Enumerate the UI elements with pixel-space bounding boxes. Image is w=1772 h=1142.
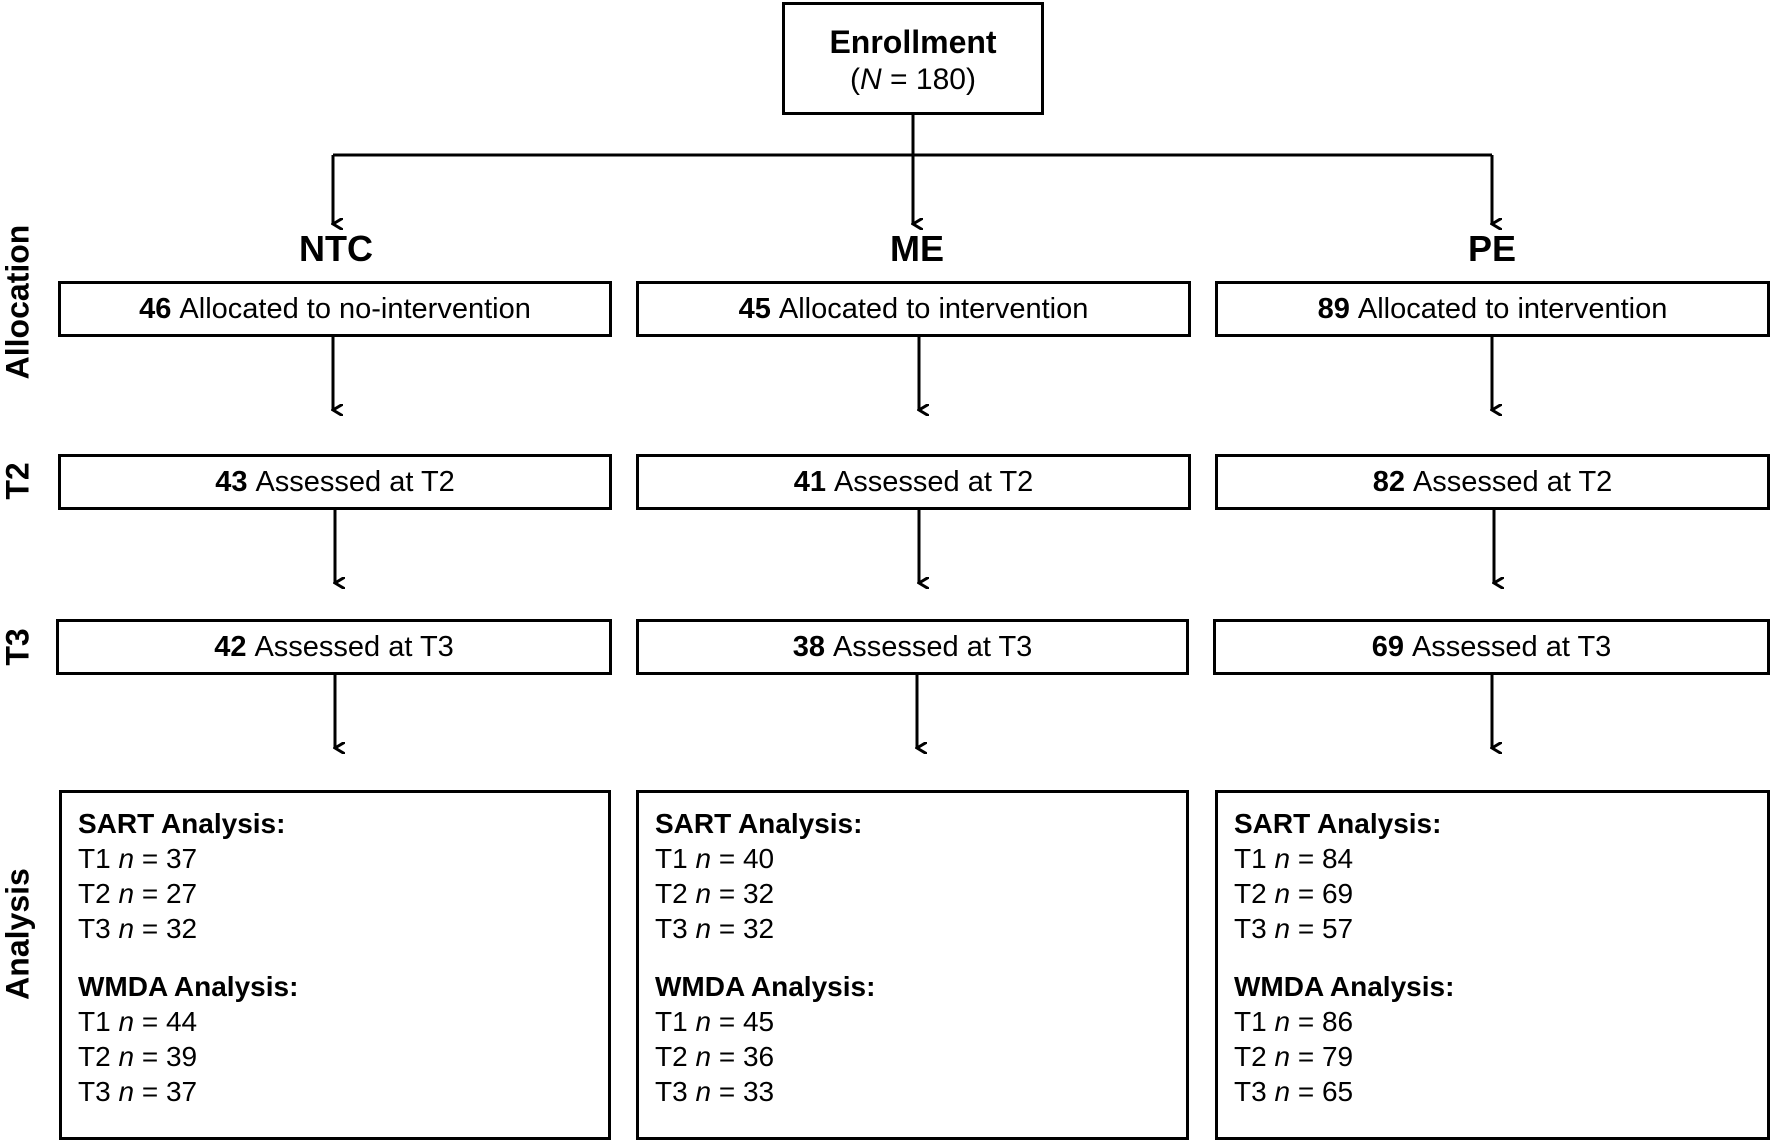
- side-label-t2: T2: [0, 462, 36, 500]
- me-wmda-t2: T2 n = 36: [655, 1041, 775, 1072]
- pe-sart-t1: T1 n = 84: [1234, 843, 1354, 874]
- ntc-sart-heading: SART Analysis:: [78, 808, 286, 839]
- ntc-sart-t2: T2 n = 27: [78, 878, 198, 909]
- me-sart-t3: T3 n = 32: [655, 913, 775, 944]
- enrollment-title: Enrollment: [829, 24, 997, 60]
- pe-wmda-t1: T1 n = 86: [1234, 1006, 1354, 1037]
- me-wmda-t3: T3 n = 33: [655, 1076, 775, 1107]
- ntc-wmda-t2: T2 n = 39: [78, 1041, 198, 1072]
- ntc-analysis-box: SART Analysis: T1 n = 37 T2 n = 27 T3 n …: [59, 790, 611, 1140]
- me-sart-t1: T1 n = 40: [655, 843, 775, 874]
- group-label-ntc: NTC: [299, 228, 373, 269]
- ntc-sart-t1: T1 n = 37: [78, 843, 198, 874]
- pe-sart-t3: T3 n = 57: [1234, 913, 1354, 944]
- ntc-wmda-heading: WMDA Analysis:: [78, 971, 299, 1002]
- side-label-allocation: Allocation: [0, 224, 36, 380]
- pe-sart-heading: SART Analysis:: [1234, 808, 1442, 839]
- me-sart-t2: T2 n = 32: [655, 878, 775, 909]
- side-label-analysis: Analysis: [0, 868, 36, 1000]
- group-label-me: ME: [890, 228, 944, 269]
- ntc-sart-t3: T3 n = 32: [78, 913, 198, 944]
- ntc-wmda-t1: T1 n = 44: [78, 1006, 198, 1037]
- me-wmda-t1: T1 n = 45: [655, 1006, 775, 1037]
- side-label-t3: T3: [0, 628, 36, 666]
- me-wmda-heading: WMDA Analysis:: [655, 971, 876, 1002]
- me-analysis-box: SART Analysis: T1 n = 40 T2 n = 32 T3 n …: [636, 790, 1189, 1140]
- enrollment-box: Enrollment (N = 180): [782, 2, 1044, 115]
- enrollment-count: (N = 180): [850, 63, 976, 96]
- group-label-pe: PE: [1467, 228, 1517, 269]
- ntc-wmda-t3: T3 n = 37: [78, 1076, 198, 1107]
- pe-wmda-heading: WMDA Analysis:: [1234, 971, 1455, 1002]
- pe-analysis-box: SART Analysis: T1 n = 84 T2 n = 69 T3 n …: [1215, 790, 1770, 1140]
- pe-wmda-t3: T3 n = 65: [1234, 1076, 1354, 1107]
- pe-sart-t2: T2 n = 69: [1234, 878, 1354, 909]
- me-sart-heading: SART Analysis:: [655, 808, 863, 839]
- pe-wmda-t2: T2 n = 79: [1234, 1041, 1354, 1072]
